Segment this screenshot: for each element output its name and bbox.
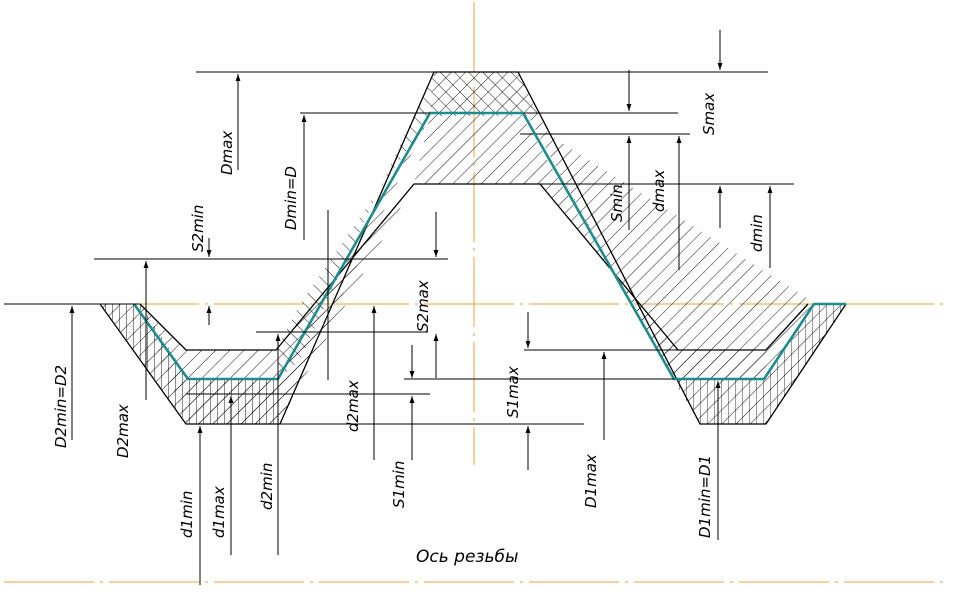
dimension-labels: Dmax Dmin=D S2min D2min=D2 D2max d1min d…	[52, 93, 766, 538]
nominal-thread-profile	[132, 111, 846, 381]
label-d1max: d1max	[210, 486, 228, 538]
thread-axis-title: Ось резьбы	[416, 547, 518, 567]
label-s2min: S2min	[189, 205, 207, 252]
label-d2max-bolt: d2max	[344, 380, 362, 432]
label-dmin-bolt: dmin	[748, 214, 766, 252]
label-dmax-bolt: dmax	[650, 170, 668, 212]
label-d2min-d2: D2min=D2	[52, 365, 70, 448]
dimension-lines	[69, 30, 773, 585]
label-s2max: S2max	[414, 280, 432, 332]
label-d1min: d1min	[178, 491, 196, 538]
label-s1min: S1min	[390, 461, 408, 508]
label-d2min-bolt: d2min	[258, 463, 276, 510]
label-dmin-d: Dmin=D	[282, 166, 300, 230]
label-dmax-nut: Dmax	[218, 131, 236, 175]
label-smax: Smax	[700, 93, 718, 135]
label-d2max-nut: D2max	[114, 404, 132, 458]
label-d1max-nut: D1max	[582, 454, 600, 508]
extension-lines	[4, 71, 794, 425]
label-s1max: S1max	[504, 366, 522, 418]
label-smin: Smin	[608, 184, 626, 222]
tolerance-zones	[100, 72, 846, 424]
label-d1min-d1: D1min=D1	[696, 455, 714, 538]
